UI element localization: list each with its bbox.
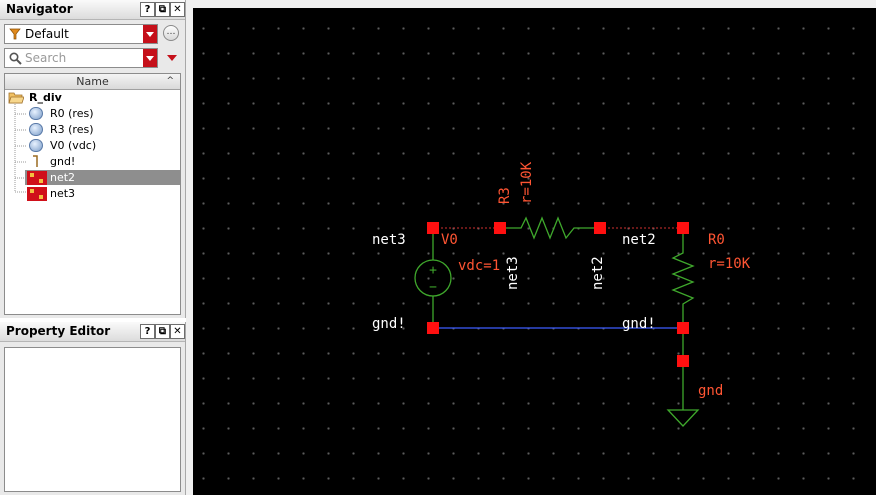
search-placeholder: Search: [25, 51, 67, 65]
tree-item-label: net3: [50, 187, 76, 200]
r3-name-label: R3: [497, 187, 513, 204]
float-button[interactable]: ⧉: [155, 2, 170, 17]
tree-item-label: net2: [50, 171, 76, 184]
net-icon: [27, 187, 47, 201]
pin-gnd[interactable]: [677, 355, 689, 367]
resistor-r0[interactable]: [671, 228, 695, 328]
filter-value: Default: [25, 27, 69, 41]
schematic-drawing: + − R3 r=10K R0 r=10K V0 vdc=1 gnd net3 …: [372, 161, 751, 427]
instance-icon: [29, 107, 43, 120]
instance-icon: [29, 139, 43, 152]
net2-label: net2: [622, 232, 656, 248]
search-dropdown-arrow[interactable]: [143, 49, 157, 67]
filter-icon: [9, 28, 21, 40]
more-options-button[interactable]: …: [163, 25, 179, 41]
tree-item-label: R3 (res): [50, 123, 94, 136]
folder-open-icon: [8, 92, 24, 104]
sort-ascending-icon[interactable]: ^: [166, 76, 174, 86]
pin-r0-a[interactable]: [677, 222, 689, 234]
tree-item-net2[interactable]: net2: [25, 170, 180, 185]
close-button[interactable]: ✕: [170, 324, 185, 339]
ground-symbol-icon[interactable]: [666, 409, 700, 427]
minus-sign: −: [429, 280, 437, 295]
pin-r3-a[interactable]: [494, 222, 506, 234]
filter-combo[interactable]: Default: [4, 24, 158, 44]
instance-icon: [29, 123, 43, 136]
gnd-left-label: gnd!: [372, 316, 406, 332]
pin-r3-b[interactable]: [594, 222, 606, 234]
navigator-panel: Navigator ? ⧉ ✕ Default … Search Name ^: [0, 0, 186, 318]
help-button[interactable]: ?: [140, 324, 155, 339]
property-editor-title: Property Editor: [6, 324, 111, 338]
net-icon: [27, 171, 47, 185]
tree-item-net3[interactable]: net3: [5, 186, 180, 201]
column-header-label: Name: [76, 75, 109, 88]
search-field[interactable]: Search: [4, 48, 158, 68]
search-icon: [9, 52, 22, 65]
tree-item-v0[interactable]: V0 (vdc): [5, 138, 180, 153]
net2-vertical-label: net2: [590, 256, 606, 290]
schematic-canvas[interactable]: + − R3 r=10K R0 r=10K V0 vdc=1 gnd net3 …: [193, 8, 876, 495]
navigator-title: Navigator: [6, 2, 73, 16]
r3-value-label: r=10K: [519, 161, 535, 204]
v0-value-label: vdc=1: [458, 258, 500, 274]
tree-root-label: R_div: [29, 91, 62, 104]
v0-name-label: V0: [441, 232, 458, 248]
property-list[interactable]: [4, 347, 181, 492]
property-editor-titlebar: Property Editor ? ⧉ ✕: [0, 322, 185, 342]
plus-sign: +: [429, 263, 437, 278]
column-header-name[interactable]: Name ^: [5, 74, 180, 90]
net3-label: net3: [372, 232, 406, 248]
resistor-r3[interactable]: [500, 216, 600, 240]
tree-item-label: gnd!: [50, 155, 76, 168]
r0-name-label: R0: [708, 232, 725, 248]
tree-item-label: V0 (vdc): [50, 139, 97, 152]
property-editor-panel: Property Editor ? ⧉ ✕: [0, 322, 186, 495]
tree-root[interactable]: R_div: [5, 90, 180, 105]
r0-value-label: r=10K: [708, 256, 751, 272]
gnd-right-label: gnd!: [622, 316, 656, 332]
close-button[interactable]: ✕: [170, 2, 185, 17]
pin-v0-plus[interactable]: [427, 222, 439, 234]
net3-vertical-label: net3: [505, 256, 521, 290]
gnd-symbol-label: gnd: [698, 383, 723, 399]
search-options-icon[interactable]: [167, 55, 177, 61]
tree-item-label: R0 (res): [50, 107, 94, 120]
tree-item-gnd[interactable]: gnd!: [5, 154, 180, 169]
canvas-left-border: [186, 0, 193, 495]
pin-v0-minus[interactable]: [427, 322, 439, 334]
pins: [427, 222, 689, 367]
tree-item-r3[interactable]: R3 (res): [5, 122, 180, 137]
float-button[interactable]: ⧉: [155, 324, 170, 339]
navigator-titlebar: Navigator ? ⧉ ✕: [0, 0, 185, 20]
navigator-tree: Name ^ R_div R0 (res): [4, 73, 181, 315]
filter-dropdown-arrow[interactable]: [143, 25, 157, 43]
tree-item-r0[interactable]: R0 (res): [5, 106, 180, 121]
pin-icon: [33, 155, 38, 167]
pin-r0-b[interactable]: [677, 322, 689, 334]
help-button[interactable]: ?: [140, 2, 155, 17]
